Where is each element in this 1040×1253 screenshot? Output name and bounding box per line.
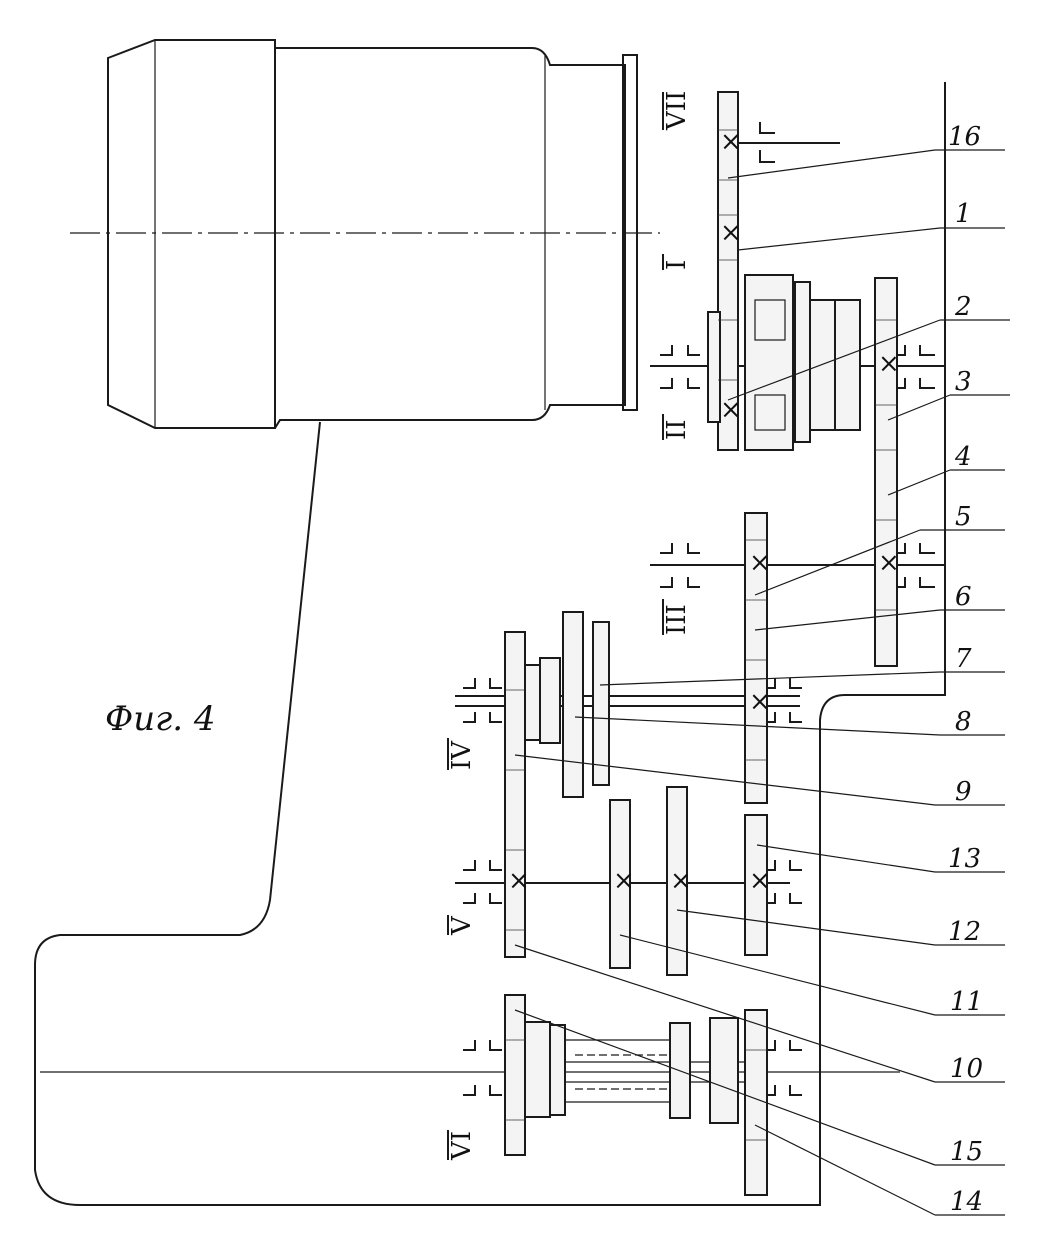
svg-text:×: × — [749, 687, 771, 717]
shaft-label-ii: II — [662, 419, 692, 440]
gear-9-10 — [504, 631, 526, 958]
part-number: 1 — [955, 199, 972, 229]
part-number: 2 — [954, 292, 972, 322]
shaft-label-vii: VII — [662, 91, 692, 131]
svg-text:×: × — [878, 548, 900, 578]
gear-8 — [562, 611, 584, 798]
part-number: 3 — [955, 367, 972, 397]
shaft-labels: VII I II III IV V VI — [447, 91, 692, 1161]
svg-text:×: × — [720, 395, 742, 425]
part-number: 14 — [950, 1187, 983, 1217]
gear-16-1 — [717, 91, 739, 451]
gear-mounts: × × × × × × × × × × × — [508, 127, 900, 896]
svg-text:×: × — [878, 349, 900, 379]
part-number: 7 — [955, 644, 972, 674]
part-number: 5 — [955, 502, 972, 532]
pulley-detail — [565, 1039, 670, 1103]
part-number: 9 — [955, 777, 972, 807]
motor — [107, 39, 638, 429]
shaft-label-i: I — [662, 260, 692, 270]
shaft-label-iii: III — [662, 604, 692, 635]
gear-14 — [744, 1009, 768, 1196]
svg-text:×: × — [613, 866, 635, 896]
part-number: 15 — [950, 1137, 983, 1167]
gear-7 — [592, 621, 610, 786]
gear-11 — [609, 799, 631, 969]
shaft-label-v: V — [447, 915, 477, 936]
part-number: 6 — [955, 582, 972, 612]
svg-text:×: × — [720, 218, 742, 248]
svg-text:×: × — [508, 866, 530, 896]
part-number: 4 — [954, 442, 972, 472]
part-number: 10 — [950, 1054, 983, 1084]
bearings — [463, 122, 935, 1096]
shafts — [455, 142, 945, 1083]
gears — [504, 91, 898, 1196]
svg-text:×: × — [670, 866, 692, 896]
leader-lines — [514, 149, 1010, 1216]
gear-3-4 — [874, 277, 898, 667]
part-number: 16 — [948, 122, 981, 152]
svg-text:×: × — [749, 866, 771, 896]
svg-text:×: × — [720, 127, 742, 157]
svg-text:×: × — [749, 548, 771, 578]
part-number: 12 — [948, 917, 981, 947]
gear-12 — [666, 786, 688, 976]
figure-caption: Фиг. 4 — [105, 699, 216, 739]
part-number: 13 — [948, 844, 981, 874]
gear-hatching — [505, 129, 897, 1141]
gear-5-6 — [744, 512, 768, 804]
part-number: 8 — [955, 707, 972, 737]
shaft-label-iv: IV — [447, 740, 477, 770]
housing-frame — [34, 82, 946, 1206]
part-number-labels: 16 1 2 3 4 5 6 7 8 9 13 12 11 10 15 14 — [948, 122, 983, 1217]
part-number: 11 — [950, 987, 983, 1017]
shaft-label-vi: VI — [447, 1131, 477, 1161]
